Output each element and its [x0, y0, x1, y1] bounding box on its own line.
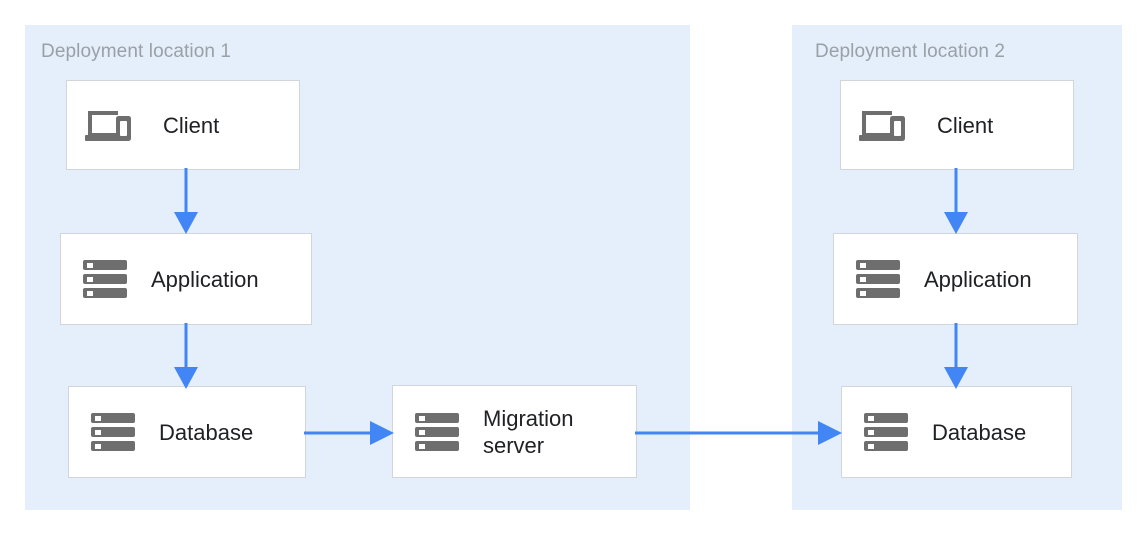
node-client-1-label: Client: [163, 112, 220, 138]
connector-database-1-to-migration-server: [304, 421, 394, 445]
node-database-1[interactable]: Database: [68, 386, 306, 478]
node-database-2-label: Database: [932, 419, 1027, 445]
deployment-location-1-label: Deployment location 1: [41, 41, 232, 62]
connector-application-2-to-database-2: [944, 323, 968, 389]
server-icon: [91, 410, 135, 454]
connector-application-1-to-database-1: [174, 323, 198, 389]
devices-icon: [858, 105, 906, 145]
server-icon: [856, 257, 900, 301]
server-icon: [83, 257, 127, 301]
node-migration-server-label: Migration server: [483, 405, 574, 458]
node-application-2[interactable]: Application: [833, 233, 1078, 325]
server-icon: [415, 410, 459, 454]
node-application-2-label: Application: [924, 266, 1032, 292]
connector-client-1-to-application-1: [174, 168, 198, 234]
node-database-1-label: Database: [159, 419, 254, 445]
node-client-1[interactable]: Client: [66, 80, 300, 170]
connector-client-2-to-application-2: [944, 168, 968, 234]
connector-migration-server-to-database-2: [635, 421, 842, 445]
devices-icon: [84, 105, 132, 145]
node-application-1[interactable]: Application: [60, 233, 312, 325]
node-application-1-label: Application: [151, 266, 259, 292]
node-client-2[interactable]: Client: [840, 80, 1074, 170]
node-client-2-label: Client: [937, 112, 994, 138]
deployment-location-2-label: Deployment location 2: [815, 41, 1006, 62]
node-database-2[interactable]: Database: [841, 386, 1072, 478]
node-migration-server[interactable]: Migration server: [392, 385, 637, 478]
server-icon: [864, 410, 908, 454]
